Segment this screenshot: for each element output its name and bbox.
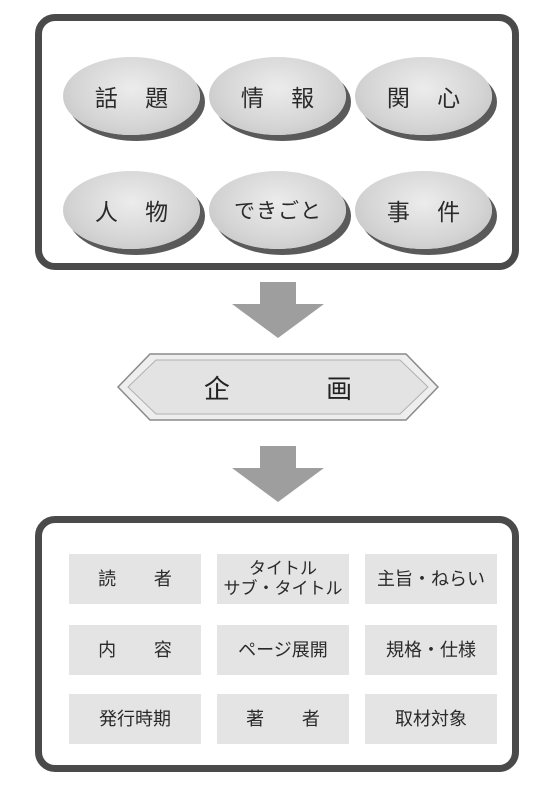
cell-title: タイトル サブ・タイトル [217,554,349,604]
sources-panel: 話 題 情 報 関 心 人 物 できごと 事 件 [35,14,519,270]
oval-incident: 事 件 [355,171,492,249]
cell-content: 内 容 [69,625,201,675]
cell-interview-subjects: 取材対象 [365,694,497,744]
planning-label: 企 画 [203,374,397,405]
oval-person: 人 物 [63,171,200,249]
oval-interest: 関 心 [355,57,492,135]
cell-readers: 読 者 [69,554,201,604]
plan-elements-panel: 読 者 タイトル サブ・タイトル 主旨・ねらい 内 容 ページ展開 規格・仕様 … [35,516,519,772]
cell-specs: 規格・仕様 [365,625,497,675]
cell-title-line1: タイトル [249,559,317,579]
down-arrow-icon [232,282,324,338]
oval-information: 情 報 [209,57,346,135]
planning-banner [116,353,440,421]
oval-topic: 話 題 [63,57,200,135]
cell-title-line2: サブ・タイトル [223,579,343,599]
down-arrow-icon [232,446,324,502]
cell-author: 著 者 [217,694,349,744]
cell-page-layout: ページ展開 [217,625,349,675]
cell-publication-timing: 発行時期 [69,694,201,744]
oval-happening: できごと [209,171,346,249]
cell-aim: 主旨・ねらい [365,554,497,604]
